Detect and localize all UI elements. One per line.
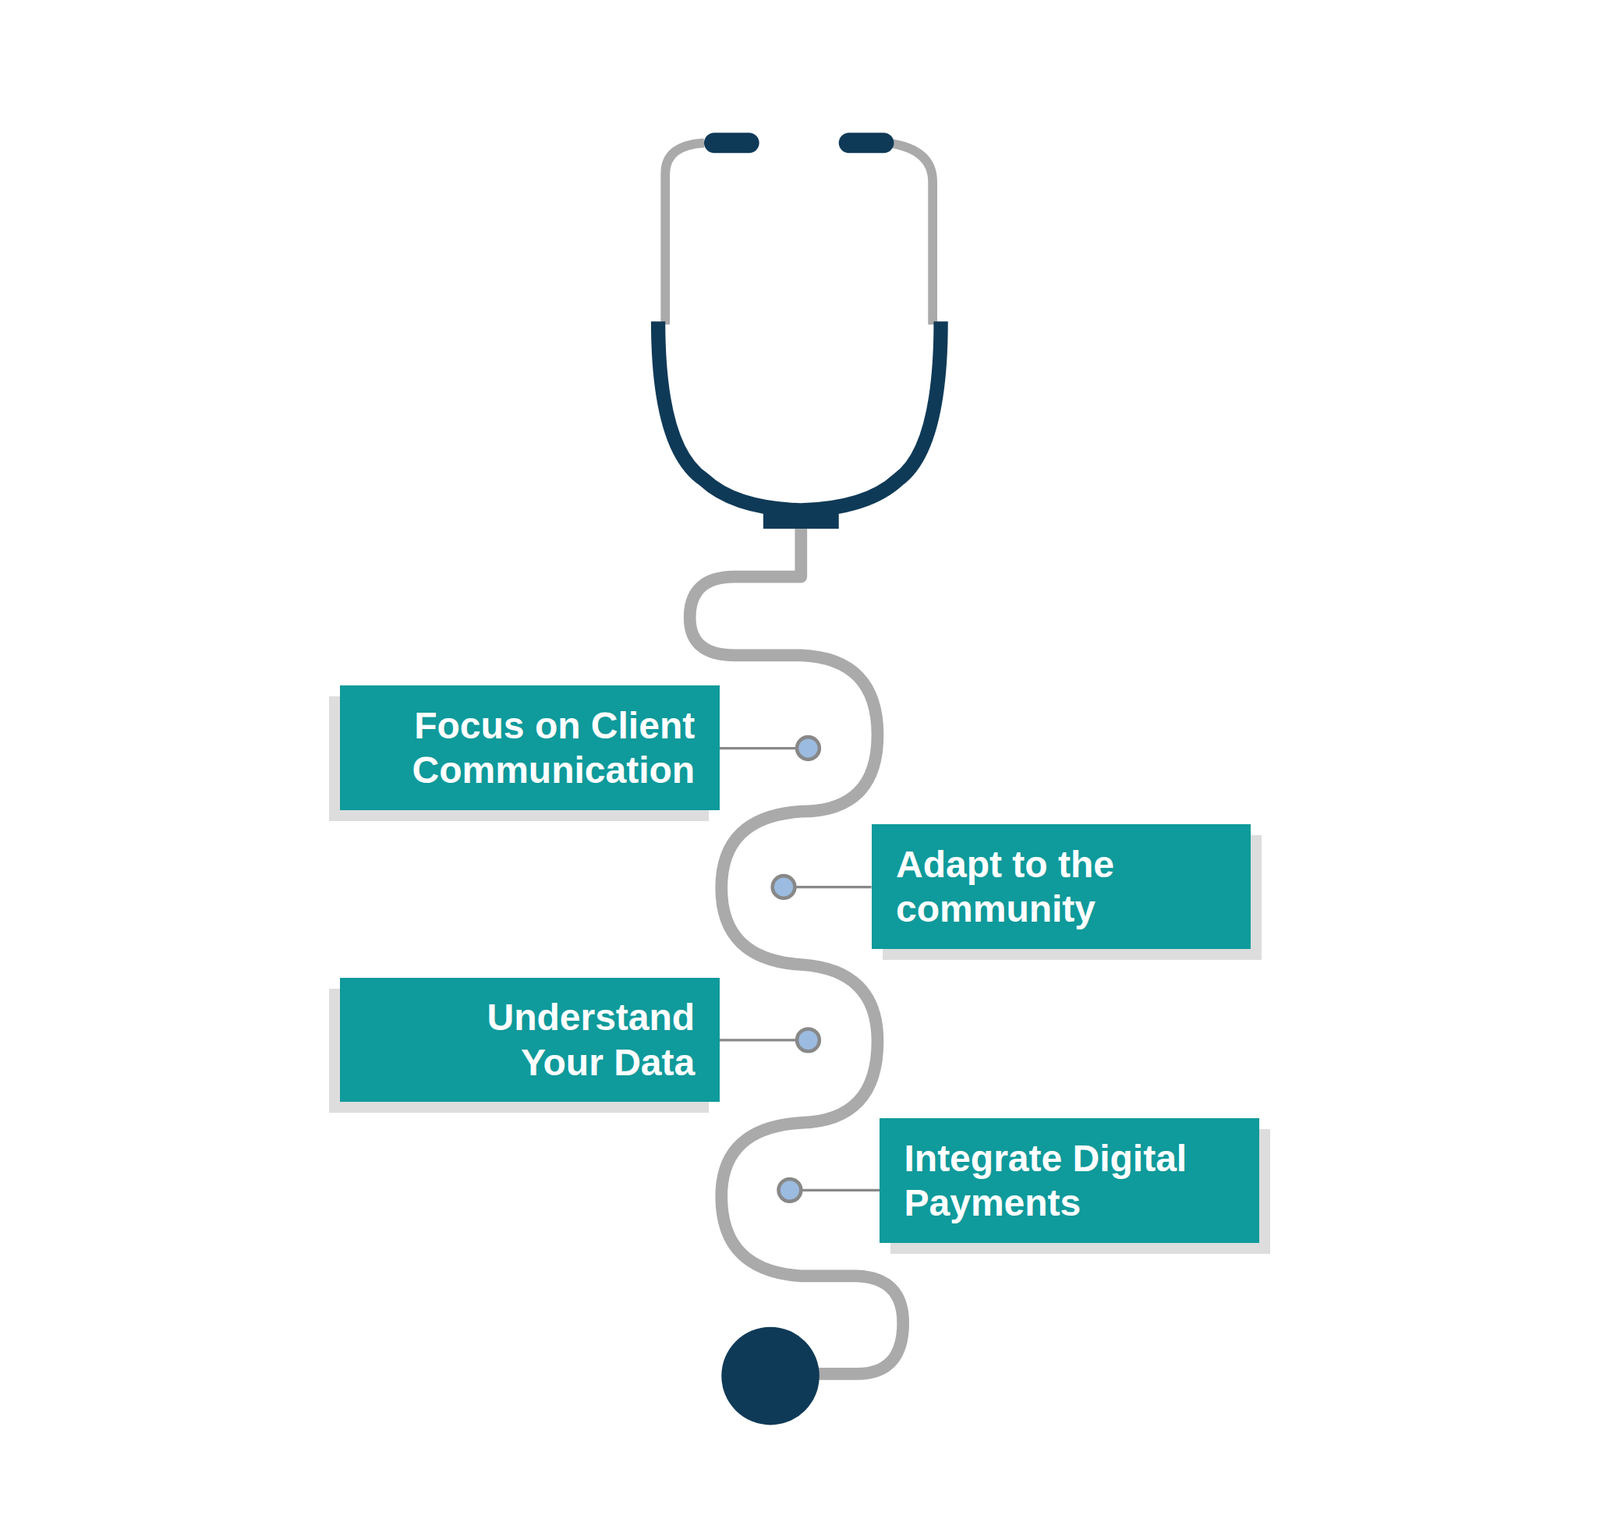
step-label: Adapt to the community — [895, 842, 1186, 932]
earpiece — [849, 132, 884, 153]
step-box: Understand Your Data — [339, 977, 720, 1103]
step-label: Integrate Digital Payments — [903, 1136, 1194, 1226]
leader-line — [800, 1189, 880, 1192]
step-box: Focus on Client Communication — [339, 685, 720, 811]
marker-dot — [796, 1029, 820, 1052]
main-tube — [690, 528, 904, 1374]
earpiece — [714, 132, 749, 153]
marker-dot — [796, 736, 820, 760]
step-label: Focus on Client Communication — [404, 703, 695, 793]
marker-dot — [772, 875, 796, 899]
yoke — [763, 506, 839, 529]
ear-tube — [888, 142, 934, 325]
step-label: Understand Your Data — [404, 994, 695, 1085]
leader-line — [794, 885, 871, 889]
binaural-tube — [658, 321, 942, 510]
leader-line — [719, 1038, 797, 1041]
ear-tube — [665, 142, 705, 325]
step-box: Integrate Digital Payments — [879, 1118, 1260, 1243]
chest-piece — [721, 1327, 820, 1426]
leader-line — [719, 746, 797, 750]
step-box: Adapt to the community — [871, 824, 1252, 949]
marker-dot — [778, 1178, 802, 1202]
